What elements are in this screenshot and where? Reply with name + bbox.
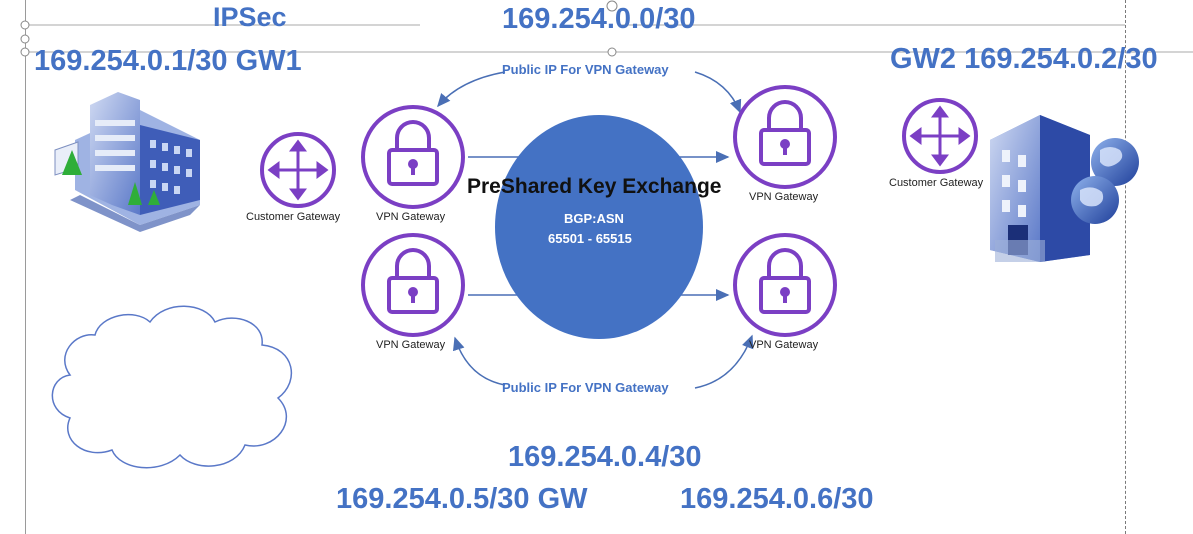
public-ip-arrows [437, 71, 754, 389]
subnet-bottom-label: 169.254.0.4/30 [508, 441, 702, 473]
guide-line-right [1125, 0, 1126, 534]
preshared-key-circle [495, 115, 703, 339]
gw-bottom-left-ip-label: 169.254.0.5/30 GW [336, 483, 588, 515]
vpn-gateway-bottom-left-icon[interactable] [361, 233, 465, 337]
left-building-icon [54, 92, 200, 232]
customer-gateway-left-label: Customer Gateway [246, 211, 341, 223]
cloud-icon [51, 305, 293, 469]
gw1-ip-label: 169.254.0.1/30 GW1 [34, 45, 302, 77]
bgp-asn-label: BGP:ASN [564, 211, 624, 226]
vpn-gateway-top-left-icon[interactable] [361, 105, 465, 209]
customer-gateway-left-icon[interactable] [260, 132, 336, 208]
vpn-gateway-top-right-icon[interactable] [733, 85, 837, 189]
gw2-ip-label: GW2 169.254.0.2/30 [890, 43, 1158, 75]
public-ip-bottom-label: Public IP For VPN Gateway [502, 380, 669, 395]
ipsec-label: IPSec [213, 2, 287, 32]
asn-range-label: 65501 - 65515 [548, 231, 632, 246]
vpn-gateway-top-right-label: VPN Gateway [749, 191, 819, 203]
customer-gateway-right-label: Customer Gateway [889, 177, 984, 189]
right-server-building-icon [990, 115, 1139, 262]
gw-bottom-right-ip-label: 169.254.0.6/30 [680, 483, 874, 515]
vpn-gateway-bottom-right-icon[interactable] [733, 233, 837, 337]
subnet-top-label: 169.254.0.0/30 [502, 3, 696, 35]
selection-frame[interactable] [20, 0, 1193, 57]
vpn-gateway-bottom-left-label: VPN Gateway [376, 339, 446, 351]
vpn-gateway-top-left-label: VPN Gateway [376, 211, 446, 223]
vpn-gateway-bottom-right-label: VPN Gateway [749, 339, 819, 351]
guide-line-left [25, 0, 26, 534]
preshared-key-title: PreShared Key Exchange [467, 175, 722, 198]
customer-gateway-right-icon[interactable] [902, 98, 978, 174]
public-ip-top-label: Public IP For VPN Gateway [502, 62, 669, 77]
